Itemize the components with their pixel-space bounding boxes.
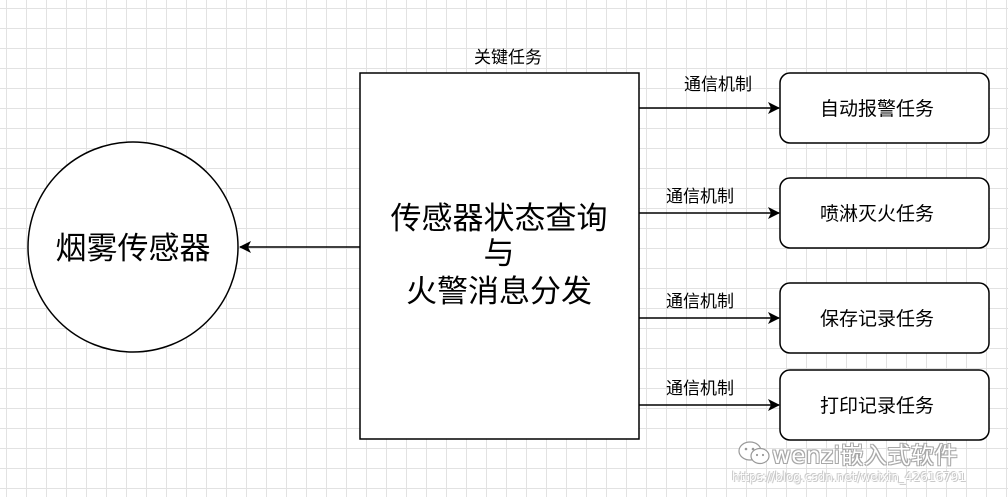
task-label-1: 自动报警任务 xyxy=(820,98,934,120)
task-link-label-4: 通信机制 xyxy=(666,379,734,399)
key-task-caption: 关键任务 xyxy=(474,48,542,68)
sensor-circle xyxy=(27,141,239,353)
key-task-line-3: 火警消息分发 xyxy=(406,274,592,310)
task-box-4 xyxy=(779,369,990,441)
task-node-sprinkler[interactable]: 喷淋灭火任务 xyxy=(779,177,990,249)
task-node-save-record[interactable]: 保存记录任务 xyxy=(779,282,990,354)
key-task-line-2: 与 xyxy=(484,236,515,272)
watermark-brand: wenzi嵌入式软件 xyxy=(772,443,959,469)
task-label-3: 保存记录任务 xyxy=(820,308,934,330)
task-box-3 xyxy=(779,282,990,354)
key-task-line-1: 传感器状态查询 xyxy=(391,201,608,237)
task-link-label-1: 通信机制 xyxy=(684,75,752,95)
task-box-2 xyxy=(779,177,990,249)
task-node-auto-alarm[interactable]: 自动报警任务 xyxy=(779,72,990,144)
task-label-4: 打印记录任务 xyxy=(820,395,934,417)
key-task-box xyxy=(359,72,640,440)
sensor-node[interactable]: 烟雾传感器 xyxy=(27,141,239,353)
sensor-label: 烟雾传感器 xyxy=(56,231,211,267)
wechat-logo-icon xyxy=(738,441,770,465)
task-link-label-3: 通信机制 xyxy=(666,292,734,312)
key-task-node[interactable]: 传感器状态查询 与 火警消息分发 xyxy=(359,72,640,440)
watermark-url: https://blog.csdn.net/weixin_42616791 xyxy=(732,470,967,484)
task-box-1 xyxy=(779,72,990,144)
task-node-print-record[interactable]: 打印记录任务 xyxy=(779,369,990,441)
task-link-label-2: 通信机制 xyxy=(666,187,734,207)
task-label-2: 喷淋灭火任务 xyxy=(820,203,934,225)
